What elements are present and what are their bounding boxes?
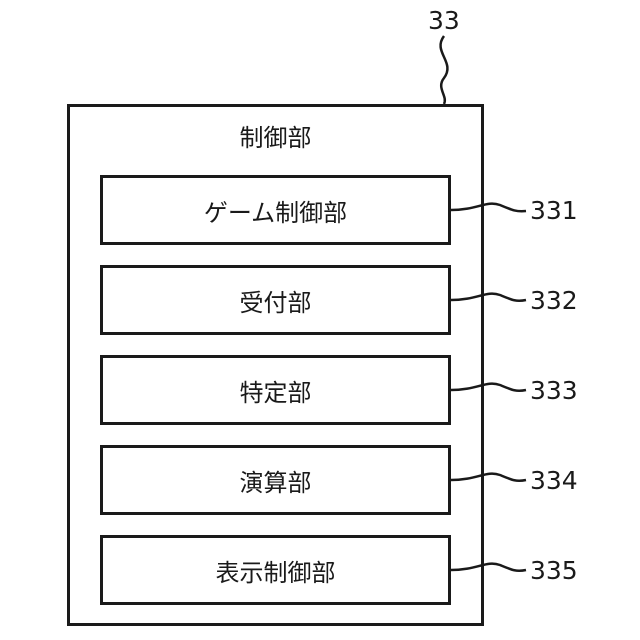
unit-332-ref: 332 — [530, 288, 578, 313]
control-unit-title: 制御部 — [67, 124, 484, 152]
display-control-unit-box: 表示制御部 — [100, 535, 451, 605]
unit-335-ref: 335 — [530, 558, 578, 583]
identification-unit-box: 特定部 — [100, 355, 451, 425]
unit-331-ref: 331 — [530, 198, 578, 223]
unit-334-ref: 334 — [530, 468, 578, 493]
outer-ref-number: 33 — [428, 8, 460, 33]
game-control-unit-box: ゲーム制御部 — [100, 175, 451, 245]
reception-unit-box: 受付部 — [100, 265, 451, 335]
outer-ref-leader — [441, 36, 448, 104]
unit-333-ref: 333 — [530, 378, 578, 403]
calculation-unit-box: 演算部 — [100, 445, 451, 515]
